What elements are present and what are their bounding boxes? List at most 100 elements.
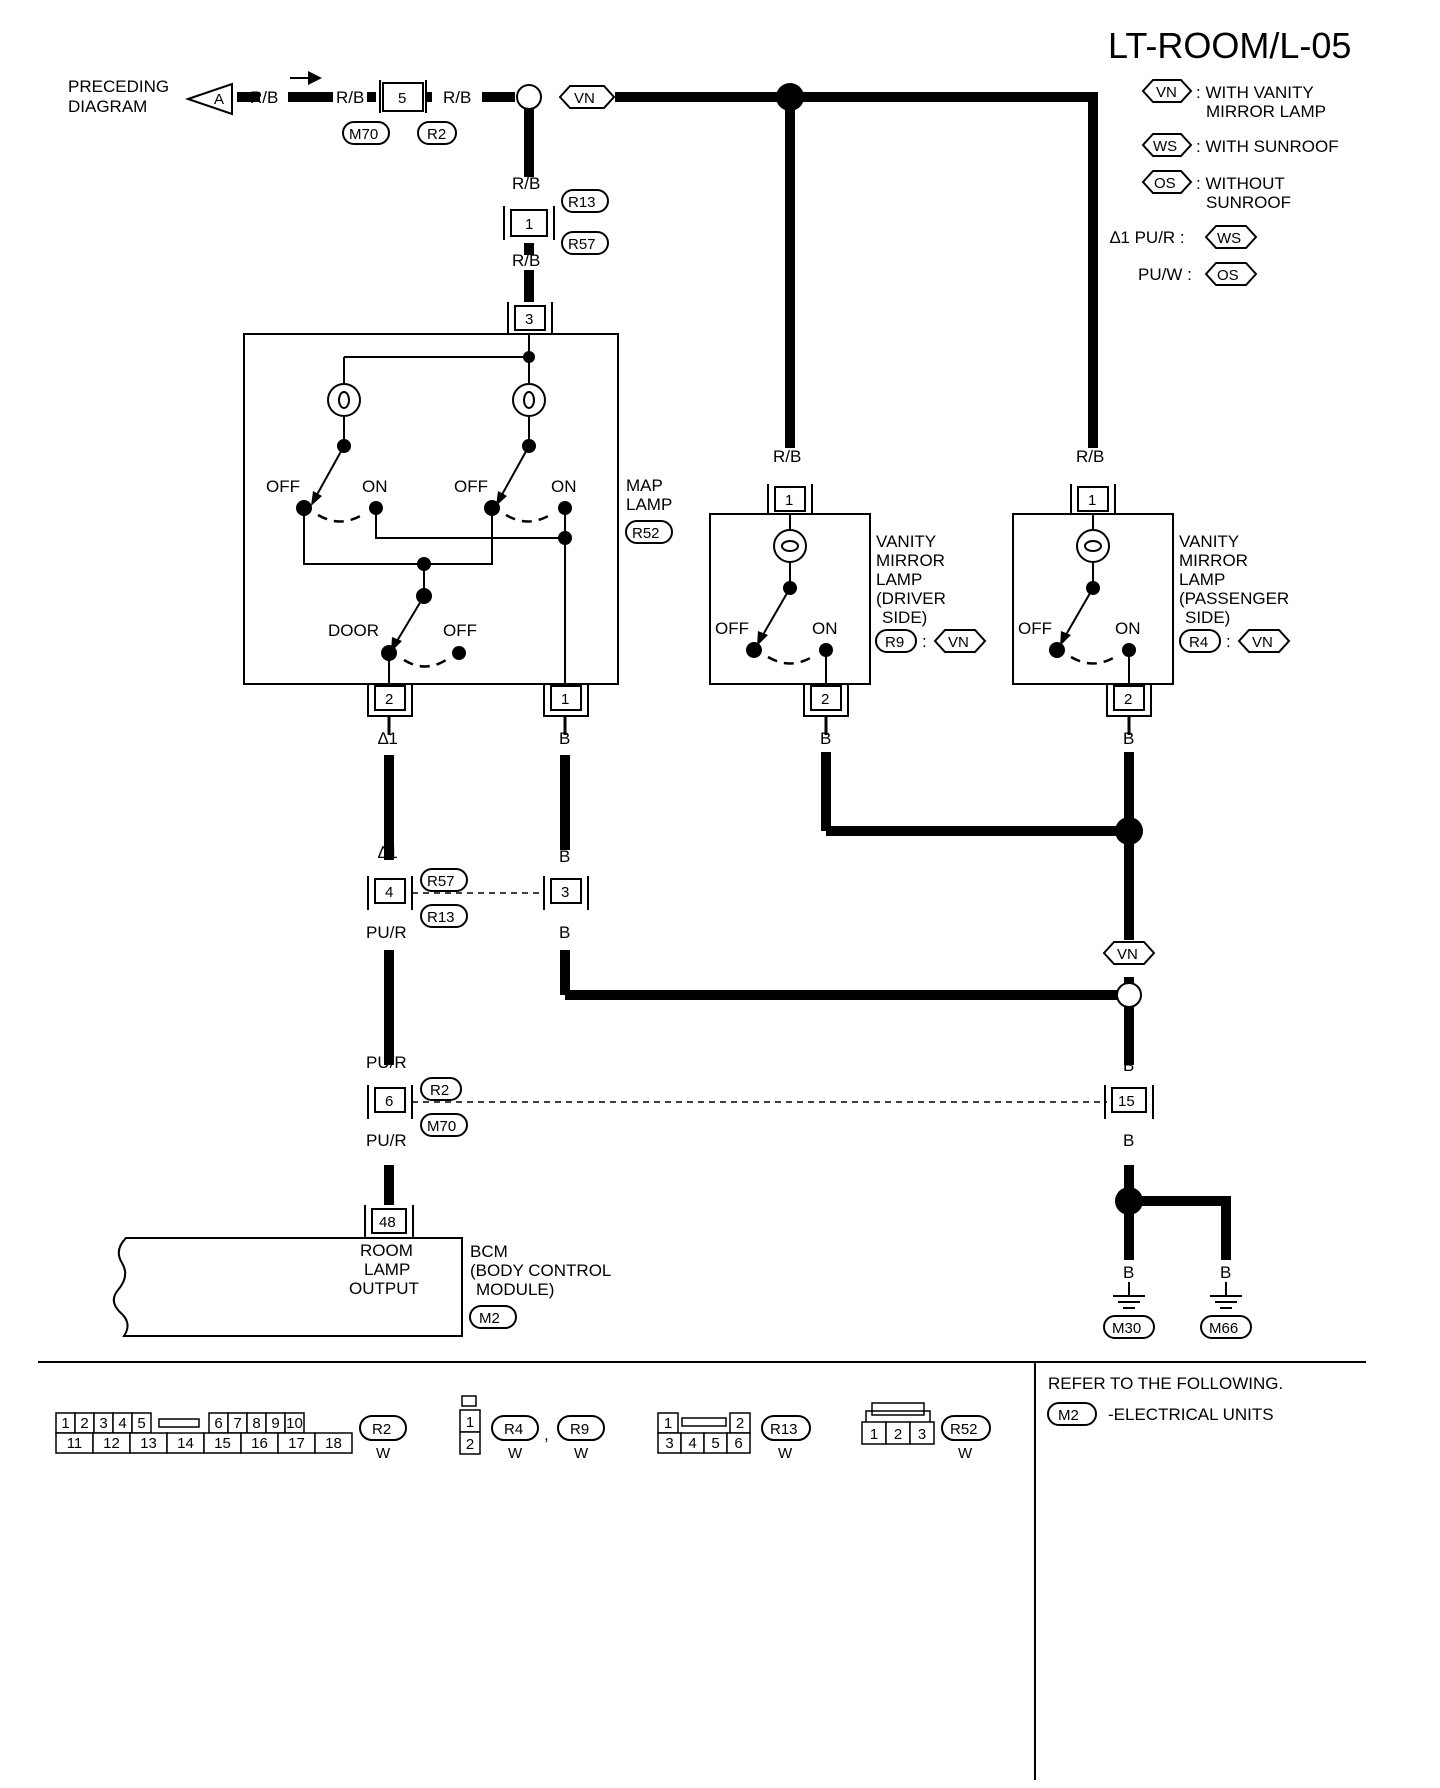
cv-r2-pin-15: 15	[214, 1435, 231, 1452]
cv-r4-pin-2-cell	[459, 1431, 481, 1455]
cv-r13-pin-4: 4	[688, 1435, 696, 1452]
bcm-body	[112, 1237, 463, 1337]
cv-r52-pin-2: 2	[894, 1426, 902, 1443]
preceding-diagram-ref: PRECEDING DIAGRAM A R/B R/B R/B 5 M70 R2…	[68, 71, 616, 145]
splice-ground-1	[1115, 817, 1143, 845]
cv-r13-pin-1: 1	[664, 1415, 672, 1432]
vanity-passenger-bulb-icon	[1076, 529, 1110, 563]
bcm-name-1: BCM	[470, 1242, 508, 1261]
preceding-label-2: DIAGRAM	[68, 97, 147, 116]
legend-vn-text-1: : WITH VANITY	[1196, 83, 1314, 102]
vanity-driver-l3: LAMP	[876, 570, 922, 589]
bcm-term-1: ROOM	[360, 1241, 413, 1260]
vn-tag-passenger: VN	[1252, 634, 1273, 651]
cv-r52-pin-1: 1	[870, 1426, 878, 1443]
conn-r4: R4	[1189, 634, 1208, 651]
passenger-sep: :	[1226, 632, 1231, 651]
conn-r57-b: R57	[427, 873, 455, 890]
cv-r2-pin-7: 7	[233, 1415, 241, 1432]
map-lamp-label-2: LAMP	[626, 495, 672, 514]
vn-tag-bottom: VN	[1117, 946, 1138, 963]
preceding-label-1: PRECEDING	[68, 77, 169, 96]
cv-r2-pin-14: 14	[177, 1435, 194, 1452]
pin-1-map: 1	[561, 691, 569, 708]
connector-latch	[681, 1417, 727, 1427]
cv-r4-label: R4	[504, 1421, 523, 1438]
connector-r57-r13-mid: ∆1 4 R57 R13 B 3 PU/R B	[366, 843, 589, 942]
vn-tag-driver: VN	[948, 634, 969, 651]
cv-r52-label: R52	[950, 1421, 978, 1438]
pin-6: 6	[385, 1093, 393, 1110]
vn-tag-top: VN	[574, 90, 595, 107]
wire-rb-3: R/B	[443, 88, 471, 107]
passenger-on: ON	[1115, 619, 1141, 638]
refer-section: REFER TO THE FOLLOWING. M2 -ELECTRICAL U…	[1047, 1374, 1283, 1426]
legend-vn-code: VN	[1156, 84, 1177, 101]
conn-r9: R9	[885, 634, 904, 651]
driver-on: ON	[812, 619, 838, 638]
conn-r13-a: R13	[568, 194, 596, 211]
cv-r13-pin-5: 5	[711, 1435, 719, 1452]
legend-os-text-1: : WITHOUT	[1196, 174, 1285, 193]
ground-icon-m30	[1113, 1282, 1145, 1309]
legend-ws-text: : WITH SUNROOF	[1196, 137, 1339, 156]
legend-star-ws: WS	[1217, 230, 1241, 247]
cv-r2-pin-16: 16	[251, 1435, 268, 1452]
connector-latch	[461, 1395, 477, 1407]
bcm-name-2: (BODY CONTROL	[470, 1261, 611, 1280]
cv-r52-pin-3: 3	[918, 1426, 926, 1443]
conn-r52: R52	[632, 525, 660, 542]
legend-os-code: OS	[1154, 175, 1176, 192]
cv-r2-pin-18-cell	[314, 1432, 353, 1454]
pin-48: 48	[379, 1214, 396, 1231]
pin-5: 5	[398, 90, 406, 107]
pin-2-driver: 2	[821, 691, 829, 708]
vanity-driver-l1: VANITY	[876, 532, 936, 551]
option-node-bottom	[1116, 982, 1142, 1008]
conn-m2: M2	[479, 1310, 500, 1327]
cv-r9-label: R9	[570, 1421, 589, 1438]
pin-3-map: 3	[525, 311, 533, 328]
pin-2-map: 2	[385, 691, 393, 708]
cv-r2-pin-10: 10	[286, 1415, 303, 1432]
cv-r2-pin-17: 17	[288, 1435, 305, 1452]
cv-r13-pin-2: 2	[736, 1415, 744, 1432]
wire-rb-2: R/B	[336, 88, 364, 107]
cv-r9-color: W	[574, 1445, 589, 1462]
pin-1-passenger: 1	[1088, 492, 1096, 509]
bcm-name-3: MODULE)	[476, 1280, 554, 1299]
cv-r13-pin-3: 3	[665, 1435, 673, 1452]
conn-r2-top: R2	[427, 126, 446, 143]
vanity-passenger-l5: SIDE)	[1185, 608, 1230, 627]
wire-rb-driver: R/B	[773, 447, 801, 466]
wire-rb-passenger: R/B	[1076, 447, 1104, 466]
legend-star-pur: ∆1 PU/R :	[1110, 228, 1185, 247]
cv-r2-pin-6: 6	[214, 1415, 222, 1432]
pin-4: 4	[385, 884, 393, 901]
cv-r2-pin-3: 3	[99, 1415, 107, 1432]
wire-b-map: B	[559, 729, 570, 748]
vanity-passenger-l4: (PASSENGER	[1179, 589, 1289, 608]
cv-r2-pin-1: 1	[61, 1415, 69, 1432]
cv-r2-color: W	[376, 1445, 391, 1462]
pin-1-r13: 1	[525, 216, 533, 233]
wire-star1-b: ∆1	[378, 843, 398, 862]
cv-r2-label: R2	[372, 1421, 391, 1438]
vanity-passenger-l1: VANITY	[1179, 532, 1239, 551]
cv-r2-pin-8: 8	[252, 1415, 260, 1432]
cv-r2-pin-13: 13	[140, 1435, 157, 1452]
conn-m30: M30	[1112, 1320, 1141, 1337]
conn-m66: M66	[1209, 1320, 1238, 1337]
connector-view-r2-tag: R2 W	[359, 1415, 407, 1462]
cv-r2-pin-4: 4	[118, 1415, 126, 1432]
map-off-left: OFF	[266, 477, 300, 496]
wire-pur-c: PU/R	[366, 1131, 407, 1150]
wire-rb-5: R/B	[512, 251, 540, 270]
cv-r13-pin-6-cell	[726, 1432, 751, 1454]
bcm-term-2: LAMP	[364, 1260, 410, 1279]
connector-view-r13-tag: R13 W	[761, 1415, 811, 1462]
cv-r2-pin-12: 12	[103, 1435, 120, 1452]
